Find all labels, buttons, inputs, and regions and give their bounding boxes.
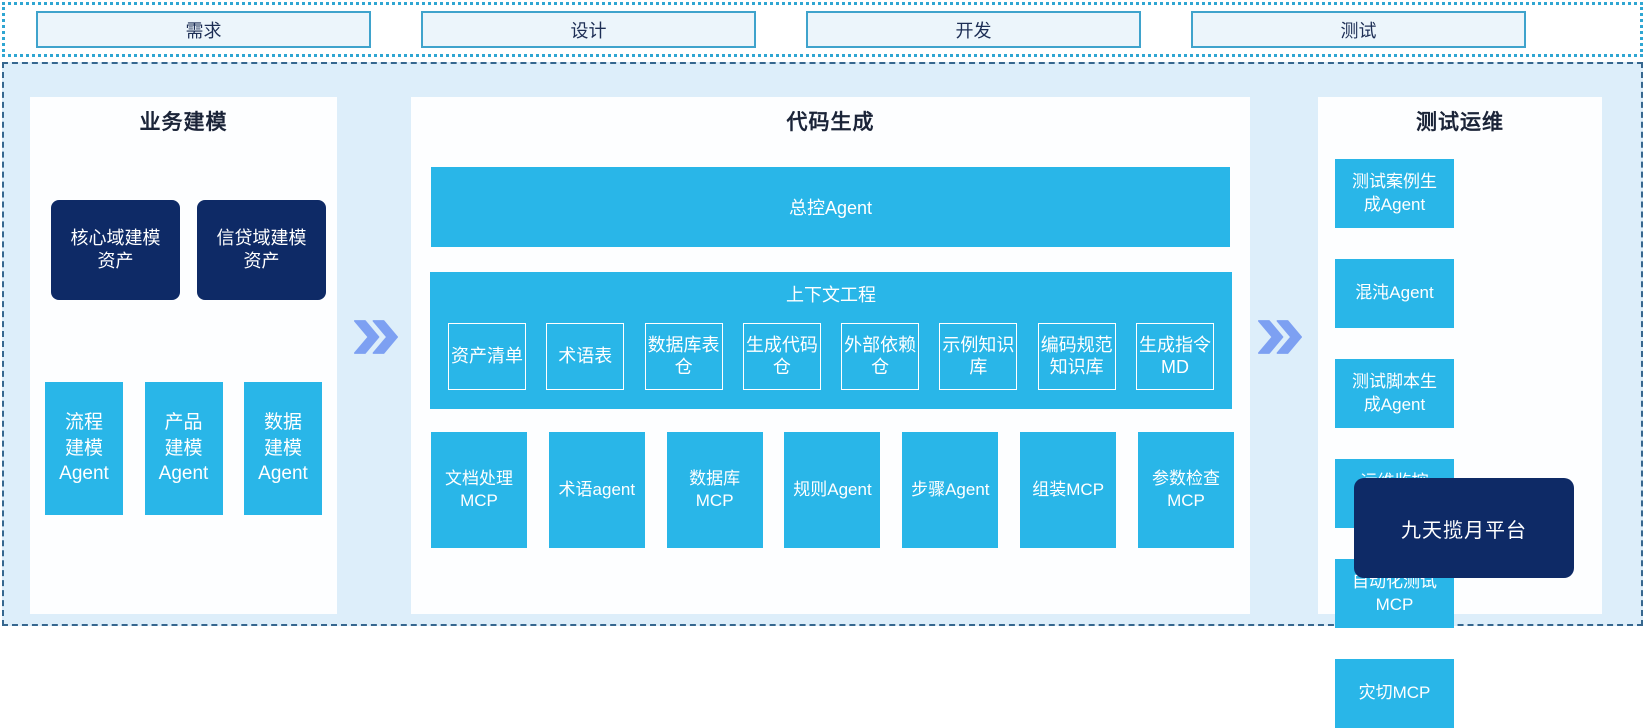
phase-label: 开发 bbox=[955, 20, 992, 41]
phase-strip: 需求 设计 开发 测试 bbox=[2, 2, 1643, 57]
step-agent-box: 步骤Agent bbox=[902, 432, 999, 548]
param-check-mcp-box: 参数检查MCP bbox=[1137, 432, 1234, 548]
data-modeling-agent-box: 数据建模Agent bbox=[244, 382, 322, 515]
context-engineering-block: 上下文工程 资产清单 术语表 数据库表仓 生成代码仓 外部依赖仓 示例知识库 编… bbox=[430, 272, 1232, 409]
database-mcp-box: 数据库MCP bbox=[666, 432, 763, 548]
phase-label: 设计 bbox=[570, 20, 607, 41]
credit-domain-asset-box: 信贷域建模资产 bbox=[197, 200, 326, 300]
phase-label: 需求 bbox=[185, 20, 222, 41]
flow-arrow-icon bbox=[1258, 316, 1302, 358]
generated-code-repo-box: 生成代码仓 bbox=[742, 323, 821, 390]
phase-development: 开发 bbox=[806, 11, 1141, 48]
product-modeling-agent-box: 产品建模Agent bbox=[144, 382, 223, 515]
test-script-gen-agent-box: 测试脚本生成Agent bbox=[1335, 359, 1454, 428]
context-items-row: 资产清单 术语表 数据库表仓 生成代码仓 外部依赖仓 示例知识库 编码规范知识库… bbox=[448, 323, 1214, 390]
db-table-repo-box: 数据库表仓 bbox=[644, 323, 723, 390]
chaos-agent-box: 混沌Agent bbox=[1335, 259, 1454, 328]
flow-arrow-icon bbox=[354, 316, 398, 358]
phase-requirements: 需求 bbox=[36, 11, 371, 48]
glossary-agent-box: 术语agent bbox=[548, 432, 645, 548]
panel-test-ops: 测试运维 测试案例生成Agent 混沌Agent 测试脚本生成Agent 运维监… bbox=[1318, 97, 1602, 728]
panel-title: 业务建模 bbox=[139, 111, 228, 134]
test-case-gen-agent-box: 测试案例生成Agent bbox=[1335, 159, 1454, 228]
context-engineering-title: 上下文工程 bbox=[786, 285, 876, 305]
asset-list-box: 资产清单 bbox=[448, 323, 526, 390]
panel-business-modeling: 业务建模 核心域建模资产 信贷域建模资产 流程建模Agent 产品建模Agent… bbox=[30, 97, 337, 614]
disaster-switch-mcp-box: 灾切MCP bbox=[1335, 659, 1454, 728]
modeling-agents-row: 流程建模Agent 产品建模Agent 数据建模Agent bbox=[45, 382, 322, 515]
generation-instruction-md-box: 生成指令MD bbox=[1135, 323, 1214, 390]
glossary-box: 术语表 bbox=[546, 323, 625, 390]
master-agent-bar: 总控Agent bbox=[431, 167, 1230, 247]
modeling-assets-row: 核心域建模资产 信贷域建模资产 bbox=[51, 200, 326, 300]
panel-code-generation: 代码生成 总控Agent 上下文工程 资产清单 术语表 数据库表仓 生成代码仓 … bbox=[411, 97, 1250, 614]
phase-design: 设计 bbox=[421, 11, 756, 48]
core-domain-asset-box: 核心域建模资产 bbox=[51, 200, 180, 300]
codegen-tools-row: 文档处理MCP 术语agent 数据库MCP 规则Agent 步骤Agent 组… bbox=[431, 432, 1234, 548]
rule-agent-box: 规则Agent bbox=[784, 432, 881, 548]
panel-title: 代码生成 bbox=[786, 111, 875, 134]
coding-standard-kb-box: 编码规范知识库 bbox=[1037, 323, 1116, 390]
jiutian-lanyue-platform-box: 九天揽月平台 bbox=[1354, 478, 1574, 578]
external-deps-repo-box: 外部依赖仓 bbox=[841, 323, 920, 390]
testops-grid: 测试案例生成Agent 混沌Agent 测试脚本生成Agent 运维监控Agen… bbox=[1335, 159, 1586, 728]
phase-testing: 测试 bbox=[1191, 11, 1526, 48]
doc-processing-mcp-box: 文档处理MCP bbox=[431, 432, 527, 548]
panel-title: 测试运维 bbox=[1416, 111, 1504, 134]
process-modeling-agent-box: 流程建模Agent bbox=[45, 382, 123, 515]
phase-label: 测试 bbox=[1340, 20, 1377, 41]
assembly-mcp-box: 组装MCP bbox=[1020, 432, 1117, 548]
pipeline-container: 业务建模 核心域建模资产 信贷域建模资产 流程建模Agent 产品建模Agent… bbox=[2, 62, 1643, 728]
example-knowledge-base-box: 示例知识库 bbox=[939, 323, 1018, 390]
